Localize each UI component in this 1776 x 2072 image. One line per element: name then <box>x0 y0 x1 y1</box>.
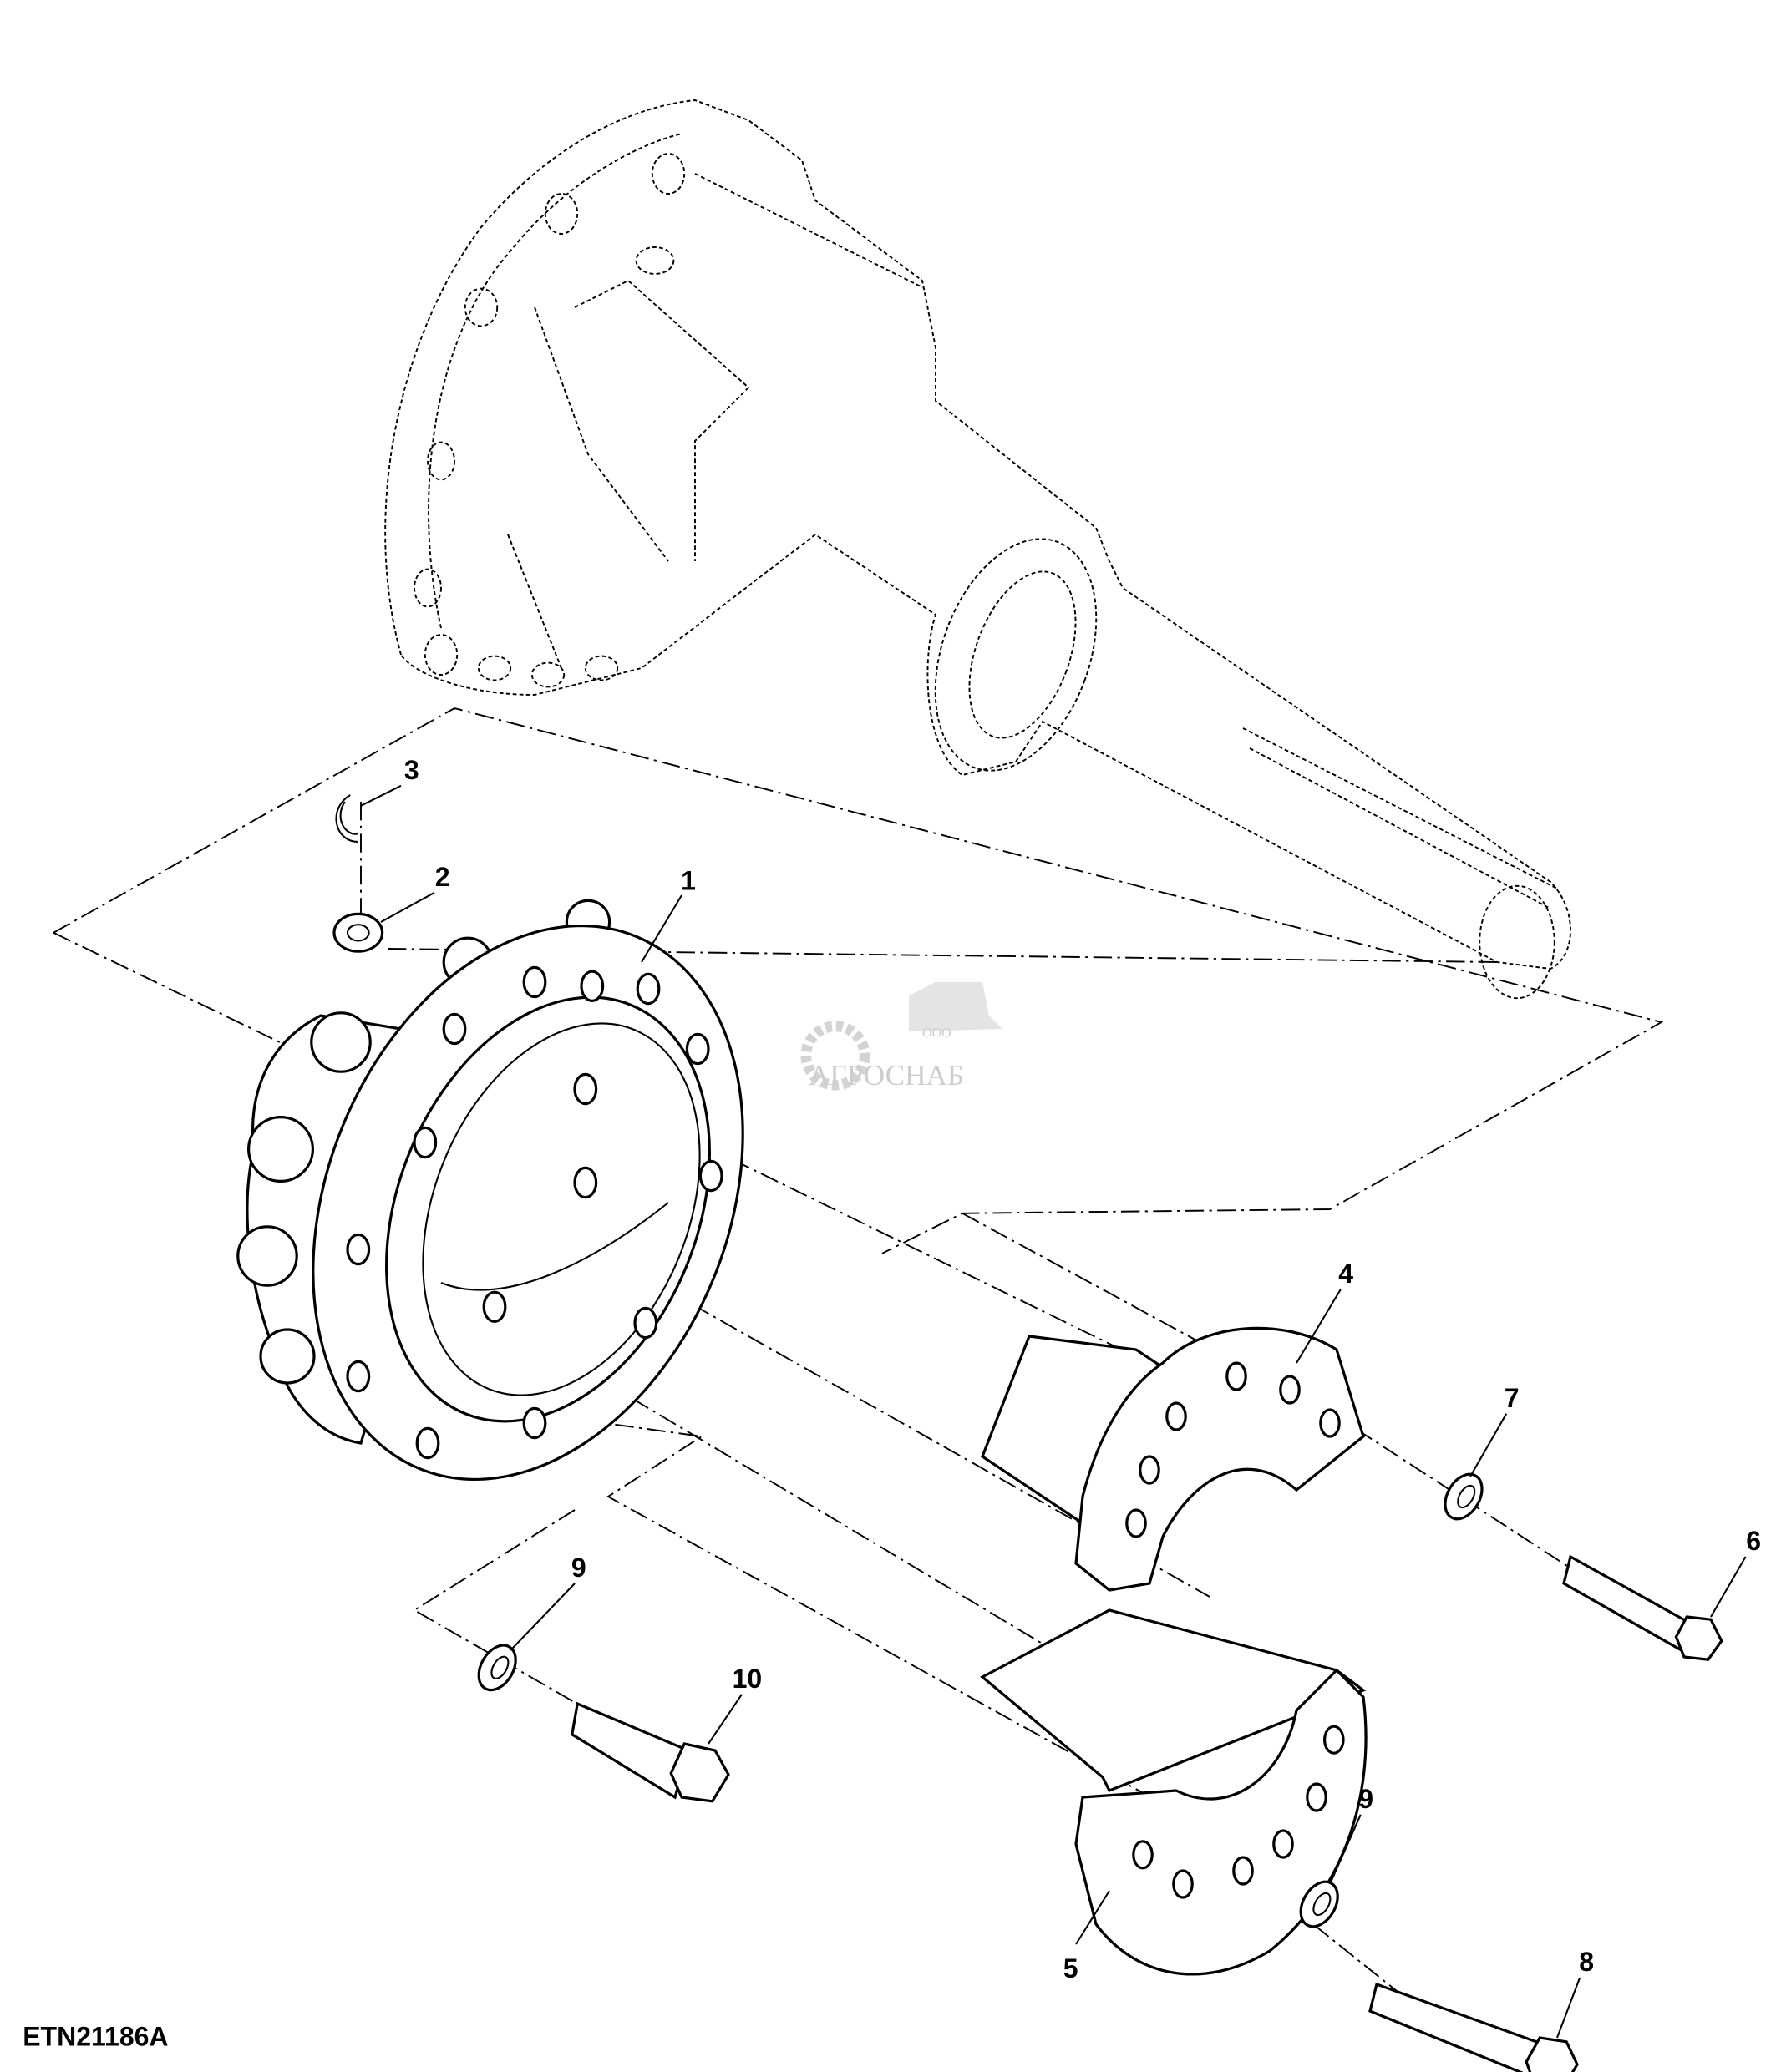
clamp-half-lower <box>980 1608 1368 1976</box>
callout-4: 4 <box>1338 1259 1353 1289</box>
hub-bolt-holes <box>346 965 723 1460</box>
callout-10: 10 <box>733 1664 763 1694</box>
castle-nut <box>332 912 384 953</box>
washer-7 <box>1444 1472 1484 1521</box>
wheel-hub <box>236 899 744 1481</box>
callout-1: 1 <box>681 866 696 896</box>
callout-9: 9 <box>571 1553 586 1583</box>
bolt-6 <box>1562 1554 1723 1661</box>
watermark-logo: ООО АГРОСНАБ <box>800 982 1002 1092</box>
bolt-10 <box>571 1701 730 1803</box>
callout-8: 8 <box>1579 1947 1594 1977</box>
watermark-name: АГРОСНАБ <box>809 1059 964 1092</box>
callout-6: 6 <box>1746 1526 1761 1556</box>
callout-3: 3 <box>404 755 419 785</box>
axle-housing <box>384 99 1571 1000</box>
callout-7: 7 <box>1505 1383 1520 1413</box>
leader-lines <box>360 784 1747 2039</box>
housing-bolt-holes <box>414 153 686 688</box>
watermark-prefix: ООО <box>922 1026 951 1041</box>
callout-9b: 9 <box>1358 1784 1373 1814</box>
figure-code: ETN21186A <box>23 2022 168 2052</box>
callout-5: 5 <box>1063 1953 1078 1983</box>
bolt-8 <box>1368 1982 1579 2072</box>
cotter-pin <box>335 794 359 843</box>
clamp-half-upper <box>981 1326 1365 1592</box>
washer-9-left <box>477 1644 517 1692</box>
callout-2: 2 <box>435 862 450 892</box>
washer-9-right <box>1299 1880 1339 1928</box>
